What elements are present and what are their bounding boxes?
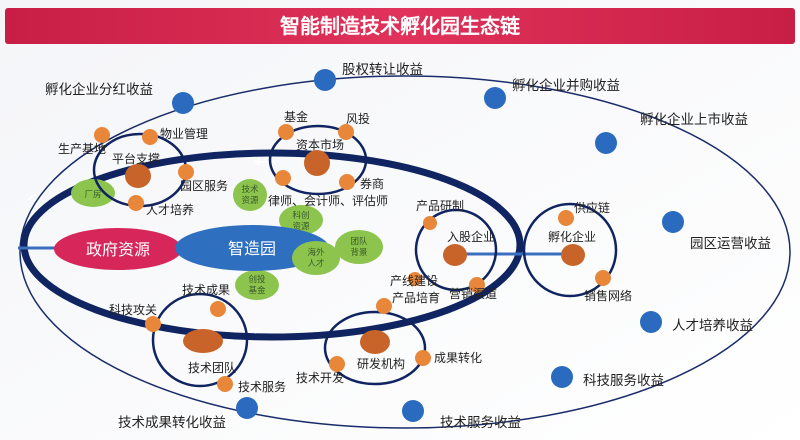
revenue-tech-service: 科技服务收益: [583, 373, 664, 389]
platform-property-label: 物业管理: [160, 126, 208, 141]
tech-team-cluster: 技术团队 科技攻关 技术成果 技术服务: [109, 283, 286, 394]
revenue-dot: [640, 311, 662, 333]
smart-park-ellipse: [175, 225, 329, 271]
smart-park-label: 智造园: [228, 239, 276, 258]
capital-cluster: 资本市场 基金 风投 券商 律师、会计师、评估师: [268, 109, 388, 208]
revenue-dot: [236, 397, 258, 419]
green-resources: 厂房 技术 资源 科创 资源 创投 基金: [71, 179, 323, 300]
title-bar: 智能制造技术孵化园生态链: [5, 8, 795, 44]
flow-arrow-icon: [27, 193, 37, 201]
rnd-dev-label: 技术开发: [296, 370, 344, 385]
capital-vc-label: 风投: [346, 111, 370, 126]
resource-innov-2: 资源: [292, 221, 310, 232]
platform-cluster: 平台支撑 生产基地 物业管理 园区服务 人才培养: [58, 126, 228, 217]
resource-team-2: 背景: [350, 247, 367, 258]
revenue-dot: [402, 400, 424, 422]
outer-revenue-ring: [19, 75, 791, 429]
incubated-sales-label: 销售网络: [584, 288, 632, 303]
equity-rd-label: 产品研制: [416, 199, 464, 213]
incubated-hub-label: 孵化企业: [548, 229, 596, 244]
revenue-ipo: 孵化企业上市收益: [640, 111, 748, 128]
resource-tech-1: 技术: [241, 184, 259, 195]
flow-arrow-icon: [254, 158, 275, 166]
revenue-equity-transfer: 股权转让收益: [342, 61, 423, 78]
revenue-dot: [595, 132, 617, 154]
team-service-label: 技术服务: [238, 379, 286, 394]
platform-talent-label: 人才培养: [146, 202, 194, 217]
revenue-dividend: 孵化企业分红收益: [45, 81, 153, 98]
equity-hub-label: 入股企业: [447, 229, 495, 244]
resource-innov-1: 科创: [292, 210, 309, 221]
team-hub-label: 技术团队: [188, 360, 236, 375]
team-research-label: 科技攻关: [109, 303, 157, 317]
platform-service-label: 园区服务: [180, 178, 228, 193]
resource-vc-2: 基金: [248, 285, 266, 296]
revenue-acquisition: 孵化企业并购收益: [512, 77, 620, 94]
revenue-park-ops: 园区运营收益: [690, 236, 771, 252]
rnd-incubate-label: 产品培育: [392, 290, 440, 305]
capital-pros-label: 律师、会计师、评估师: [268, 194, 388, 208]
gov-resources-ellipse: [54, 228, 182, 270]
capital-hub-label: 资本市场: [296, 137, 344, 152]
resource-tech-2: 资源: [241, 195, 259, 206]
equity-channel-label: 营销渠道: [449, 287, 497, 301]
revenue-dot: [484, 87, 506, 109]
team-results-label: 技术成果: [182, 283, 230, 297]
incubated-supply-label: 供应链: [574, 200, 610, 215]
resource-factory: 厂房: [84, 189, 101, 200]
enterprise-cluster: 入股企业 产品研制 产线建设 营销渠道 孵化企业 供应链 销售网络: [390, 199, 632, 303]
equity-prod-label: 产线建设: [390, 274, 438, 288]
revenue-dot: [172, 92, 194, 114]
revenue-tech-service-2: 技术服务收益: [440, 415, 521, 431]
capital-broker-label: 券商: [360, 176, 384, 191]
rnd-cluster: 研发机构 产品培育 技术开发 成果转化: [296, 290, 482, 386]
revenue-talent: 人才培养收益: [672, 318, 753, 334]
rnd-convert-label: 成果转化: [434, 350, 482, 365]
capital-fund-label: 基金: [284, 109, 308, 124]
resource-team-1: 团队: [350, 236, 368, 247]
page-title: 智能制造技术孵化园生态链: [280, 14, 521, 38]
resource-overseas-2: 人才: [307, 258, 324, 269]
platform-base-label: 生产基地: [58, 142, 106, 156]
outer-revenues: 股权转让收益 孵化企业分红收益 孵化企业并购收益 孵化企业上市收益 园区运营收益…: [45, 61, 771, 431]
revenue-dot: [662, 211, 684, 233]
rnd-hub-label: 研发机构: [357, 356, 405, 371]
revenue-dot: [314, 69, 336, 91]
flow-arrow-icon: [240, 326, 261, 334]
resource-vc-1: 创投: [248, 274, 266, 285]
resource-overseas-1: 海外: [307, 247, 325, 258]
gov-resources-label: 政府资源: [86, 240, 150, 259]
revenue-dot: [551, 366, 573, 388]
revenue-tech-transfer: 技术成果转化收益: [118, 415, 226, 431]
platform-hub-label: 平台支撑: [112, 151, 160, 166]
